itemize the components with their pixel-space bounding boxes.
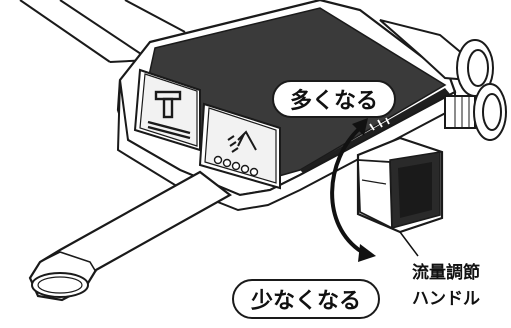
rotation-arrow — [330, 126, 364, 254]
button-left[interactable] — [133, 68, 201, 152]
side-fitting-bottom — [444, 83, 507, 141]
level-dots — [213, 155, 259, 177]
T-icon — [147, 90, 191, 140]
button-right[interactable] — [198, 102, 281, 190]
spout — [28, 170, 232, 302]
more-flow-label: 多くなる — [272, 80, 396, 118]
side-fitting-top — [379, 19, 494, 97]
arrow-head-up — [352, 118, 368, 136]
less-flow-label: 少なくなる — [232, 279, 380, 319]
handle-label-line1: 流量調節 — [412, 263, 480, 283]
flow-control-handle[interactable] — [356, 136, 444, 234]
shower-icon — [227, 130, 257, 153]
arrow-head-down — [358, 244, 376, 262]
handle-leader-line — [399, 231, 419, 257]
handle-label-line2: ハンドル — [412, 289, 480, 309]
indicator-ticks — [369, 117, 390, 131]
